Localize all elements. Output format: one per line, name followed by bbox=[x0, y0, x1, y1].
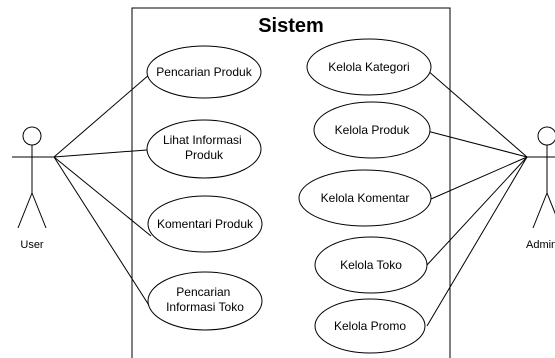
use-case-ellipse bbox=[147, 195, 263, 253]
use-case-ellipse bbox=[146, 119, 262, 179]
user-actor-head bbox=[22, 126, 42, 146]
association-user-pencarian-informasi-toko bbox=[53, 156, 153, 311]
use-case-label: Kelola Toko bbox=[340, 258, 402, 272]
association-user-lihat-informasi-produk bbox=[53, 149, 148, 158]
association-lines bbox=[53, 69, 528, 327]
use-case-ellipse bbox=[298, 169, 432, 227]
use-case-ellipse bbox=[306, 38, 432, 96]
use-case-lihat-informasi-produk[interactable]: Lihat Informasi Produk bbox=[146, 119, 262, 179]
association-admin-kelola-toko bbox=[426, 156, 528, 266]
association-admin-kelola-komentar bbox=[430, 156, 528, 200]
association-admin-kelola-kategori bbox=[426, 69, 528, 158]
use-case-komentari-produk[interactable]: Komentari Produk bbox=[147, 195, 263, 253]
use-case-label: Kelola Kategori bbox=[328, 60, 409, 74]
association-admin-kelola-produk bbox=[426, 130, 528, 158]
admin-actor-right-leg bbox=[546, 192, 555, 215]
admin-actor-left-leg bbox=[532, 192, 548, 229]
use-case-kelola-produk[interactable]: Kelola Produk bbox=[313, 101, 431, 159]
use-case-label: Lihat Informasi Produk bbox=[163, 133, 245, 162]
use-case-label: Pencarian Informasi Toko bbox=[166, 285, 244, 314]
user-actor-right-leg bbox=[31, 192, 47, 229]
use-case-label: Pencarian Produk bbox=[156, 65, 252, 79]
admin-actor-label: Admin bbox=[526, 239, 555, 251]
use-case-kelola-komentar[interactable]: Kelola Komentar bbox=[298, 169, 432, 227]
use-case-ellipse bbox=[146, 45, 262, 99]
use-case-ellipse bbox=[147, 271, 263, 331]
use-case-ellipse bbox=[314, 236, 428, 294]
admin-actor: Admin bbox=[526, 126, 555, 251]
association-admin-kelola-promo bbox=[426, 156, 528, 327]
use-case-ellipse bbox=[313, 101, 431, 159]
use-case-label: Kelola Promo bbox=[334, 319, 406, 333]
use-case-pencarian-informasi-toko[interactable]: Pencarian Informasi Toko bbox=[147, 271, 263, 331]
use-case-pencarian-produk[interactable]: Pencarian Produk bbox=[146, 45, 262, 99]
use-case-kelola-promo[interactable]: Kelola Promo bbox=[314, 298, 426, 354]
user-actor-left-leg bbox=[17, 192, 33, 229]
association-user-pencarian-produk bbox=[53, 73, 151, 158]
association-user-komentari-produk bbox=[53, 156, 152, 237]
admin-actor-head bbox=[537, 126, 555, 146]
system-title: Sistem bbox=[258, 15, 324, 37]
use-case-label: Kelola Produk bbox=[335, 123, 411, 137]
use-case-kelola-kategori[interactable]: Kelola Kategori bbox=[306, 38, 432, 96]
use-case-label: Komentari Produk bbox=[157, 217, 254, 231]
use-case-kelola-toko[interactable]: Kelola Toko bbox=[314, 236, 428, 294]
use-case-label: Kelola Komentar bbox=[321, 191, 410, 205]
user-actor-label: User bbox=[20, 239, 44, 251]
user-actor: User bbox=[12, 126, 54, 251]
use-case-ellipse bbox=[314, 298, 426, 354]
